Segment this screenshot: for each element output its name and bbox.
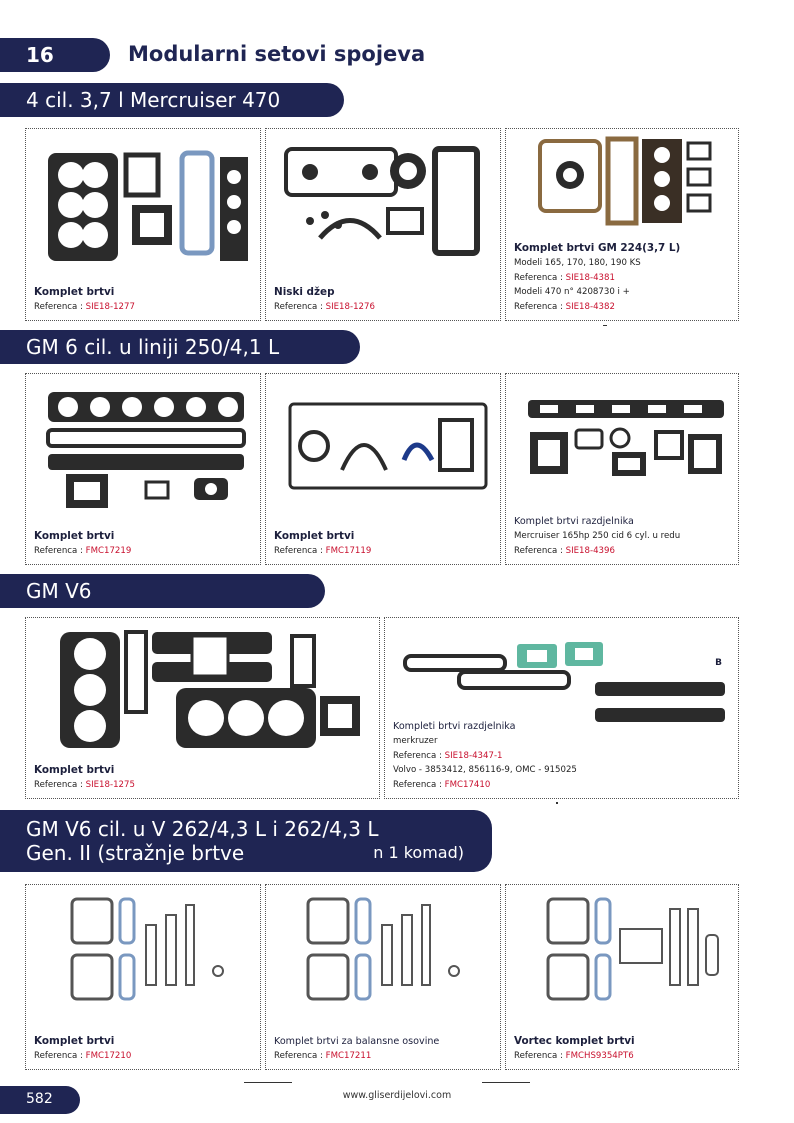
detail-line: Referenca : SIE18-4381 (514, 272, 615, 283)
reference-line: Referenca : FMC17210 (34, 1050, 132, 1061)
section-title: 4 cil. 3,7 l Mercruiser 470 (26, 88, 281, 112)
reference-line: Referenca : FMC17410 (393, 779, 491, 790)
gasket-kit-image (60, 630, 360, 748)
product-name: Komplet brtvi za balansne osovine (274, 1035, 440, 1047)
section-title: GM V6 (26, 579, 92, 603)
product-info: Vortec komplet brtvi Referenca : FMCHS93… (514, 1034, 732, 1064)
product-card[interactable]: Komplet brtvi Referenca : SIE18-1277 (25, 128, 261, 321)
reference-line: Referenca : SIE18-1275 (34, 779, 135, 790)
gasket-kit-image (538, 136, 712, 226)
reference-code[interactable]: SIE18-1275 (85, 779, 135, 790)
product-info: Komplet brtvi Referenca : FMC17219 (34, 529, 254, 559)
footer-page-number: 582 (0, 1086, 80, 1114)
product-name: Komplet brtvi (34, 763, 115, 776)
product-card[interactable]: Komplet brtvi za balansne osovine Refere… (265, 884, 501, 1070)
product-name: Komplet brtvi razdjelnika (514, 516, 634, 527)
reference-code[interactable]: SIE18-4382 (565, 301, 615, 312)
product-name: Komplet brtvi GM 224(3,7 L) (514, 242, 681, 254)
section-title-line-1: GM V6 cil. u V 262/4,3 L i 262/4,3 L (26, 817, 379, 841)
detail-line: merkruzer (393, 736, 438, 746)
product-card[interactable]: B Kompleti brtvi razdjelnika merkruzer R… (384, 617, 739, 799)
product-card[interactable]: Komplet brtvi GM 224(3,7 L) Modeli 165, … (505, 128, 739, 321)
reference-line: Referenca : SIE18-4396 (514, 545, 615, 556)
detail-line: Volvo - 3853412, 856116-9, OMC - 915025 (393, 765, 577, 775)
product-name: Komplet brtvi (34, 1034, 115, 1047)
reference-line: Referenca : SIE18-4382 (514, 301, 615, 312)
product-name: Komplet brtvi (34, 285, 115, 298)
product-card[interactable]: Komplet brtvi Referenca : FMC17119 (265, 373, 501, 565)
gasket-kit-image (70, 897, 224, 1001)
gasket-kit-image (528, 400, 724, 476)
section-title-line-2: Gen. II (stražnje brtve (26, 841, 245, 865)
section-header-mercruiser-470: 4 cil. 3,7 l Mercruiser 470 (0, 83, 344, 117)
reference-line: Referenca : FMCHS9354PT6 (514, 1050, 634, 1061)
section-title-line-2-row: Gen. II (stražnje brtve n 1 komad) (26, 841, 492, 865)
reference-line: Referenca : SIE18-1277 (34, 301, 135, 312)
reference-code[interactable]: FMCHS9354PT6 (565, 1050, 634, 1061)
product-info: Komplet brtvi za balansne osovine Refere… (274, 1034, 494, 1064)
divider-dot (556, 802, 558, 804)
reference-code[interactable]: FMC17219 (85, 545, 132, 556)
product-name: Vortec komplet brtvi (514, 1034, 635, 1047)
gasket-kit-image (284, 146, 480, 256)
detail-line: Mercruiser 165hp 250 cid 6 cyl. u redu (514, 531, 681, 541)
page-title: Modularni setovi spojeva (128, 42, 426, 66)
product-info: Komplet brtvi Referenca : FMC17210 (34, 1034, 254, 1064)
reference-line: Referenca : FMC17211 (274, 1050, 372, 1061)
detail-line: Modeli 165, 170, 180, 190 KS (514, 258, 641, 268)
footer-url-link[interactable]: www.gliserdijelovi.com (342, 1090, 452, 1101)
reference-line: Referenca : FMC17219 (34, 545, 132, 556)
gasket-kit-image (288, 402, 488, 490)
gasket-kit-image (306, 897, 460, 1001)
reference-code[interactable]: FMC17119 (325, 545, 372, 556)
product-info: Komplet brtvi Referenca : FMC17119 (274, 529, 494, 559)
gasket-kit-image (48, 150, 248, 261)
product-info: Kompleti brtvi razdjelnika merkruzer Ref… (393, 719, 732, 792)
section-header-gm-v6: GM V6 (0, 574, 325, 608)
reference-code[interactable]: SIE18-4381 (565, 272, 615, 283)
reference-line: Referenca : SIE18-1276 (274, 301, 375, 312)
product-card[interactable]: Komplet brtvi Referenca : FMC17219 (25, 373, 261, 565)
gasket-kit-image (46, 392, 246, 508)
footer-divider-right (482, 1082, 530, 1083)
product-card[interactable]: Komplet brtvi Referenca : SIE18-1275 (25, 617, 380, 799)
reference-line: Referenca : FMC17119 (274, 545, 372, 556)
product-name: Komplet brtvi (274, 529, 355, 542)
section-title-tail: n 1 komad) (373, 843, 464, 862)
reference-code[interactable]: FMC17410 (444, 779, 491, 790)
product-name: Kompleti brtvi razdjelnika (393, 721, 516, 732)
reference-code[interactable]: SIE18-4347-1 (444, 750, 503, 761)
detail-line: Modeli 470 n° 4208730 i + (514, 287, 630, 297)
product-info: Komplet brtvi Referenca : SIE18-1277 (34, 285, 254, 315)
product-name: Komplet brtvi (34, 529, 115, 542)
product-card[interactable]: Vortec komplet brtvi Referenca : FMCHS93… (505, 884, 739, 1070)
product-card[interactable]: Komplet brtvi Referenca : FMC17210 (25, 884, 261, 1070)
gasket-kit-image (546, 897, 719, 1001)
divider (603, 325, 607, 326)
product-info: Komplet brtvi Referenca : SIE18-1275 (34, 763, 373, 793)
product-card[interactable]: Niski džep Referenca : SIE18-1276 (265, 128, 501, 321)
product-info: Niski džep Referenca : SIE18-1276 (274, 285, 494, 315)
reference-code[interactable]: FMC17210 (85, 1050, 132, 1061)
product-info: Komplet brtvi GM 224(3,7 L) Modeli 165, … (514, 241, 732, 314)
product-card[interactable]: Komplet brtvi razdjelnika Mercruiser 165… (505, 373, 739, 565)
product-info: Komplet brtvi razdjelnika Mercruiser 165… (514, 514, 732, 558)
product-name: Niski džep (274, 285, 335, 298)
detail-line: Referenca : SIE18-4347-1 (393, 750, 503, 761)
reference-code[interactable]: SIE18-1276 (325, 301, 375, 312)
reference-code[interactable]: SIE18-1277 (85, 301, 135, 312)
footer-divider-left (244, 1082, 292, 1083)
gasket-kit-image (403, 642, 725, 722)
section-title: GM 6 cil. u liniji 250/4,1 L (26, 335, 280, 359)
reference-code[interactable]: SIE18-4396 (565, 545, 615, 556)
page-number-badge: 16 (0, 38, 110, 72)
section-header-gm-6-inline: GM 6 cil. u liniji 250/4,1 L (0, 330, 360, 364)
variant-badge: B (715, 658, 722, 668)
reference-code[interactable]: FMC17211 (325, 1050, 372, 1061)
section-header-gm-v6-262: GM V6 cil. u V 262/4,3 L i 262/4,3 L Gen… (0, 810, 492, 872)
